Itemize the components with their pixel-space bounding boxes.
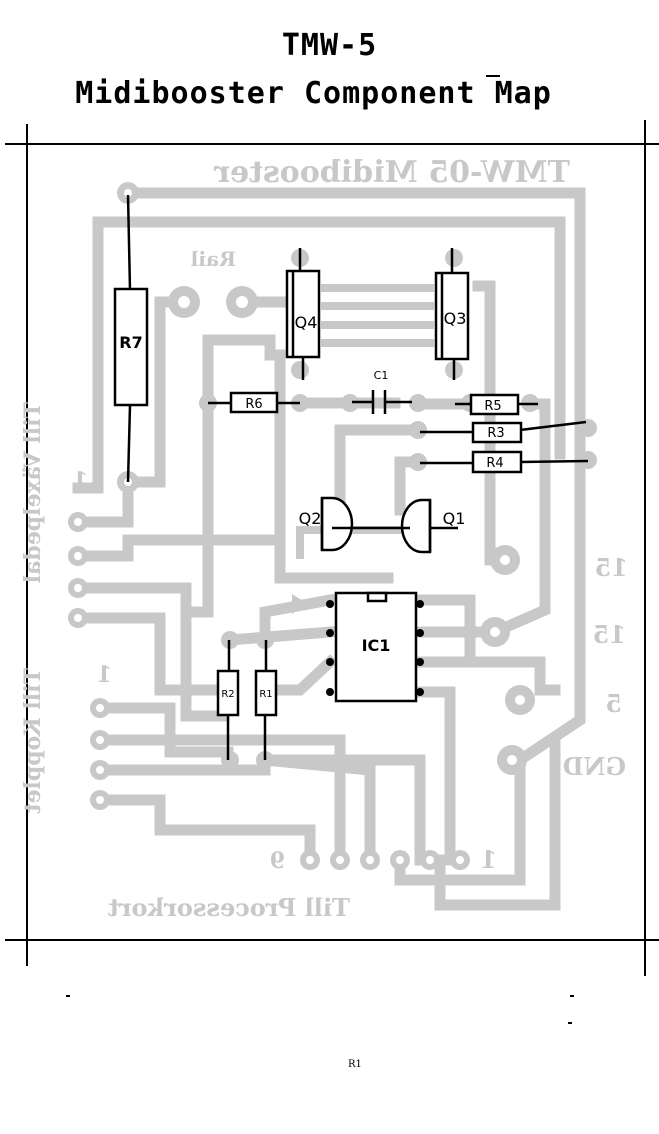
resistor-r2: R2 (216, 640, 240, 760)
components: R7 Q4 Q3 C1 (113, 194, 589, 760)
stray-marks (66, 75, 574, 1024)
r4-label: R4 (486, 456, 503, 471)
q2-label: Q2 (299, 509, 322, 528)
diagram-subtitle: Midibooster Component Map (75, 76, 552, 111)
transistor-q4: Q4 (285, 248, 321, 380)
resistor-r3: R3 (420, 420, 587, 444)
capacitor-c1: C1 (352, 369, 412, 414)
silkscreen-5: 5 (605, 689, 622, 718)
silkscreen-pin-1: 1 (480, 845, 497, 874)
c1-label: C1 (374, 369, 389, 382)
silkscreen-connector-bottom-pin: 1 (97, 662, 112, 688)
resistor-r7: R7 (113, 194, 149, 483)
footer-label: R1 (348, 1059, 362, 1070)
r1-label: R1 (259, 689, 272, 700)
r6-label: R6 (245, 397, 262, 412)
resistor-r1: R1 (254, 640, 278, 760)
transistor-q1: Q1 (332, 498, 466, 554)
q1-label: Q1 (443, 509, 466, 528)
resistor-r4: R4 (420, 450, 589, 474)
silkscreen-connector-bottom: Till Kopplet (20, 668, 46, 815)
silkscreen-processor: Till Processorkort (108, 893, 350, 922)
q3-label: Q3 (444, 309, 467, 328)
ic1-label: IC1 (362, 636, 391, 655)
r5-label: R5 (484, 399, 501, 414)
silkscreen-gnd: GND (563, 752, 626, 781)
transistor-q3: Q3 (434, 248, 470, 380)
r7-label: R7 (119, 333, 142, 352)
transistor-q2: Q2 (299, 496, 354, 552)
silkscreen-connector-top: Till Växelpedal (20, 402, 46, 583)
pcb-traces (72, 187, 586, 911)
silkscreen-pin-9: 9 (270, 848, 285, 874)
ic1-chip: IC1 (326, 591, 424, 703)
silkscreen-text: TMW-05 Midibooster Rail Till Växelpedal … (20, 155, 628, 922)
silkscreen-rail: Rail (190, 247, 236, 271)
diagram-title: TMW-5 (281, 28, 378, 63)
r2-label: R2 (221, 689, 234, 700)
silkscreen-15a: 15 (595, 553, 628, 582)
crop-marks (5, 120, 659, 976)
pcb-pads (68, 182, 597, 870)
silkscreen-title: TMW-05 Midibooster (213, 155, 570, 190)
resistor-r6: R6 (208, 391, 300, 414)
silkscreen-15b: 15 (593, 620, 626, 649)
q4-label: Q4 (295, 313, 318, 332)
resistor-r5: R5 (455, 393, 538, 416)
r3-label: R3 (487, 426, 504, 441)
